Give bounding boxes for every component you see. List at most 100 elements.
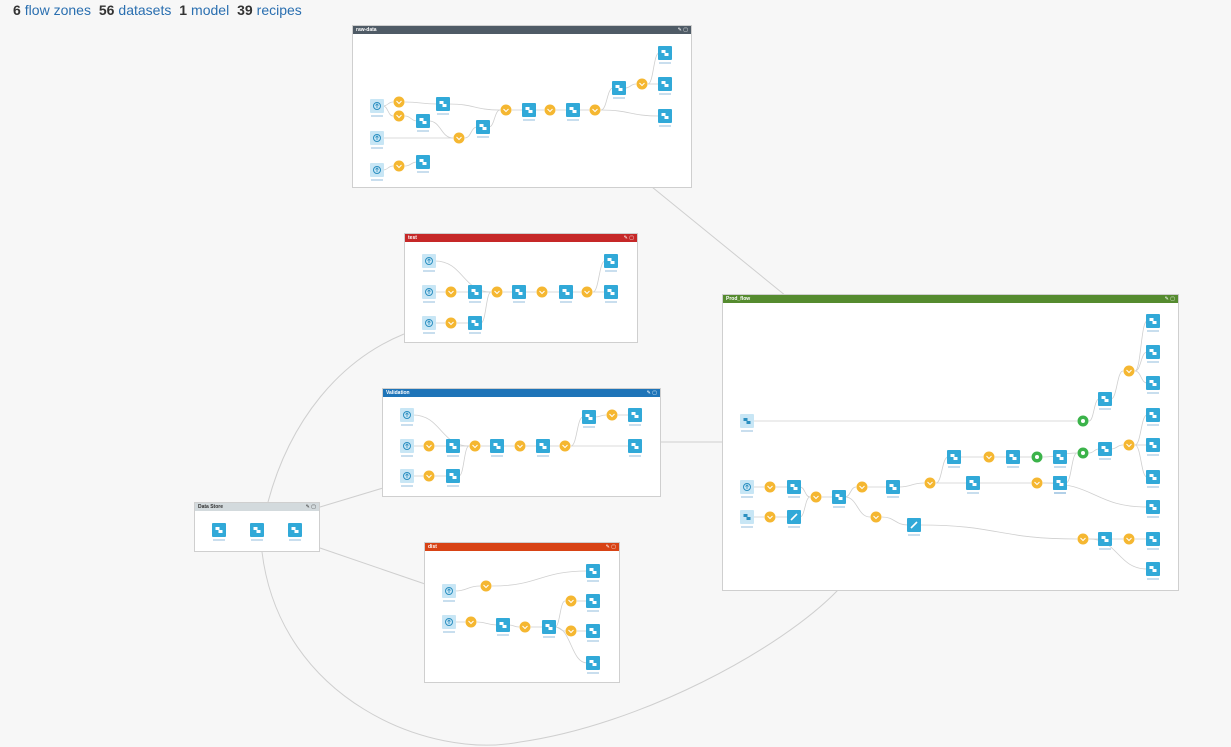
- recipe-node[interactable]: [453, 132, 465, 144]
- dataset-node[interactable]: [436, 97, 450, 115]
- dataset-node[interactable]: [446, 469, 460, 487]
- recipe-node[interactable]: [559, 440, 571, 452]
- recipe-node[interactable]: [606, 409, 618, 421]
- dataset-node[interactable]: [1146, 562, 1160, 580]
- dataset-node[interactable]: [658, 46, 672, 64]
- pencil-icon[interactable]: ✎: [623, 235, 628, 241]
- recipe-node[interactable]: [491, 286, 503, 298]
- recipe-node[interactable]: [636, 78, 648, 90]
- recipe-node[interactable]: [1123, 365, 1135, 377]
- recipe-node[interactable]: [469, 440, 481, 452]
- uploaded-dataset-node[interactable]: [400, 469, 414, 487]
- shared-dataset-node[interactable]: [740, 510, 754, 528]
- dataset-node[interactable]: [1146, 314, 1160, 332]
- dataset-node[interactable]: [476, 120, 490, 138]
- dataset-node[interactable]: [586, 594, 600, 612]
- uploaded-dataset-node[interactable]: [422, 285, 436, 303]
- model-recipe-node[interactable]: [1077, 415, 1089, 427]
- dataset-node[interactable]: [512, 285, 526, 303]
- dataset-node[interactable]: [947, 450, 961, 468]
- dataset-node[interactable]: [468, 316, 482, 334]
- dataset-node[interactable]: [1053, 450, 1067, 468]
- recipe-node[interactable]: [764, 511, 776, 523]
- square-icon[interactable]: ▢: [1170, 296, 1175, 302]
- recipe-node[interactable]: [565, 625, 577, 637]
- recipe-node[interactable]: [480, 580, 492, 592]
- dataset-node[interactable]: [416, 155, 430, 173]
- uploaded-dataset-node[interactable]: [370, 131, 384, 149]
- flow-zone-prod-flow[interactable]: Prod_flow ✎ ▢: [722, 294, 1179, 591]
- dataset-node[interactable]: [416, 114, 430, 132]
- dataset-node[interactable]: [468, 285, 482, 303]
- dataset-node[interactable]: [966, 476, 980, 494]
- notebook-node[interactable]: [907, 518, 921, 536]
- square-icon[interactable]: ▢: [629, 235, 634, 241]
- dataset-node[interactable]: [1146, 500, 1160, 518]
- dataset-node[interactable]: [604, 285, 618, 303]
- dataset-node[interactable]: [658, 109, 672, 127]
- dataset-node[interactable]: [536, 439, 550, 457]
- uploaded-dataset-node[interactable]: [442, 584, 456, 602]
- model-recipe-node[interactable]: [1031, 451, 1043, 463]
- uploaded-dataset-node[interactable]: [370, 163, 384, 181]
- recipe-node[interactable]: [1123, 439, 1135, 451]
- dataset-node[interactable]: [1146, 470, 1160, 488]
- recipe-node[interactable]: [544, 104, 556, 116]
- recipe-node[interactable]: [514, 440, 526, 452]
- recipe-node[interactable]: [519, 621, 531, 633]
- dataset-node[interactable]: [559, 285, 573, 303]
- dataset-node[interactable]: [628, 439, 642, 457]
- recipe-node[interactable]: [423, 470, 435, 482]
- recipe-node[interactable]: [445, 286, 457, 298]
- flow-zones-link[interactable]: flow zones: [24, 2, 91, 18]
- dataset-node[interactable]: [566, 103, 580, 121]
- recipe-node[interactable]: [1031, 477, 1043, 489]
- flow-zone-raw-data[interactable]: raw-data ✎ ▢: [352, 25, 692, 188]
- recipe-node[interactable]: [500, 104, 512, 116]
- recipe-node[interactable]: [856, 481, 868, 493]
- recipe-node[interactable]: [536, 286, 548, 298]
- recipe-node[interactable]: [764, 481, 776, 493]
- square-icon[interactable]: ▢: [683, 27, 688, 33]
- recipe-node[interactable]: [393, 96, 405, 108]
- dataset-node[interactable]: [288, 523, 302, 541]
- uploaded-dataset-node[interactable]: [400, 439, 414, 457]
- dataset-node[interactable]: [586, 656, 600, 674]
- notebook-node[interactable]: [787, 510, 801, 528]
- recipe-node[interactable]: [565, 595, 577, 607]
- dataset-node[interactable]: [787, 480, 801, 498]
- recipe-node[interactable]: [983, 451, 995, 463]
- dataset-node[interactable]: [1098, 392, 1112, 410]
- dataset-node[interactable]: [212, 523, 226, 541]
- dataset-node[interactable]: [1146, 438, 1160, 456]
- dataset-node[interactable]: [1146, 345, 1160, 363]
- uploaded-dataset-node[interactable]: [442, 615, 456, 633]
- recipe-node[interactable]: [581, 286, 593, 298]
- uploaded-dataset-node[interactable]: [370, 99, 384, 117]
- pencil-icon[interactable]: ✎: [1164, 296, 1169, 302]
- uploaded-dataset-node[interactable]: [400, 408, 414, 426]
- square-icon[interactable]: ▢: [611, 544, 616, 550]
- dataset-node[interactable]: [1146, 408, 1160, 426]
- flow-zone-data-store[interactable]: Data Store ✎ ▢: [194, 502, 320, 552]
- recipe-node[interactable]: [810, 491, 822, 503]
- uploaded-dataset-node[interactable]: [740, 480, 754, 498]
- datasets-link[interactable]: datasets: [118, 2, 172, 18]
- recipes-link[interactable]: recipes: [256, 2, 302, 18]
- dataset-node[interactable]: [582, 410, 596, 428]
- dataset-node[interactable]: [490, 439, 504, 457]
- dataset-node[interactable]: [250, 523, 264, 541]
- dataset-node[interactable]: [446, 439, 460, 457]
- recipe-node[interactable]: [423, 440, 435, 452]
- dataset-node[interactable]: [542, 620, 556, 638]
- recipe-node[interactable]: [589, 104, 601, 116]
- flow-zone-validation[interactable]: Validation ✎ ▢: [382, 388, 661, 497]
- recipe-node[interactable]: [924, 477, 936, 489]
- dataset-node[interactable]: [832, 490, 846, 508]
- pencil-icon[interactable]: ✎: [646, 390, 651, 396]
- models-link[interactable]: model: [191, 2, 230, 18]
- dataset-node[interactable]: [522, 103, 536, 121]
- recipe-node[interactable]: [870, 511, 882, 523]
- model-recipe-node[interactable]: [1077, 447, 1089, 459]
- dataset-node[interactable]: [586, 564, 600, 582]
